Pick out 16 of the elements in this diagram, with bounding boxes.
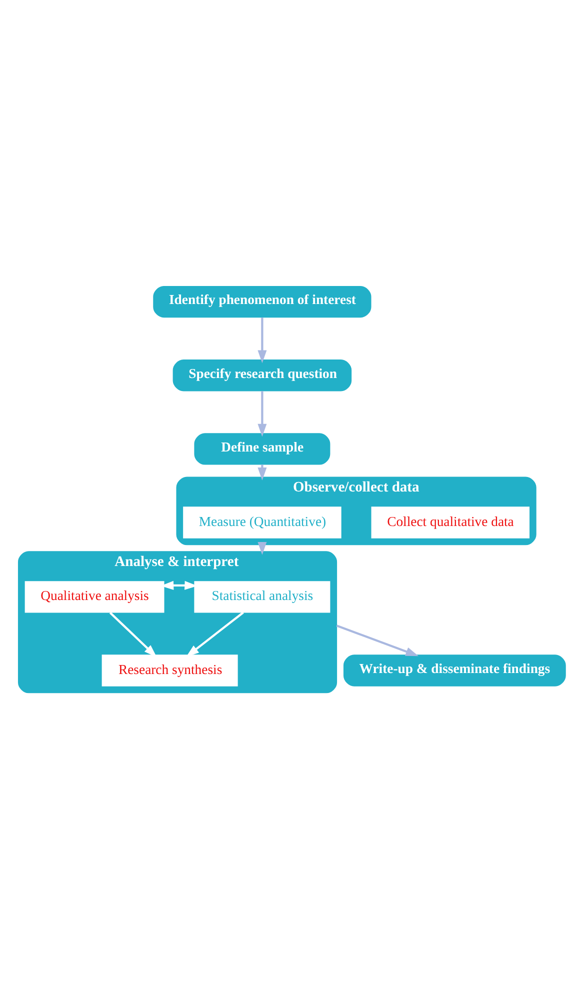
node-box: Specify research question [172,360,352,392]
node-box: Statistical analysis [194,581,330,613]
arrow [258,542,267,555]
arrow [186,612,244,657]
arrow [258,318,267,364]
arrow [109,612,157,658]
node-box: Define sample [194,433,330,465]
node-box: Identify phenomenon of interest [153,286,372,318]
arrow [258,391,267,437]
arrow [258,464,267,480]
arrow [336,624,419,656]
node-box: Research synthesis [102,654,238,686]
node-box: Measure (Quantitative) [183,506,342,538]
node-box: Write-up & disseminate findings [343,654,566,686]
node-box: Collect qualitative data [371,506,530,538]
node-box: Qualitative analysis [24,581,164,613]
